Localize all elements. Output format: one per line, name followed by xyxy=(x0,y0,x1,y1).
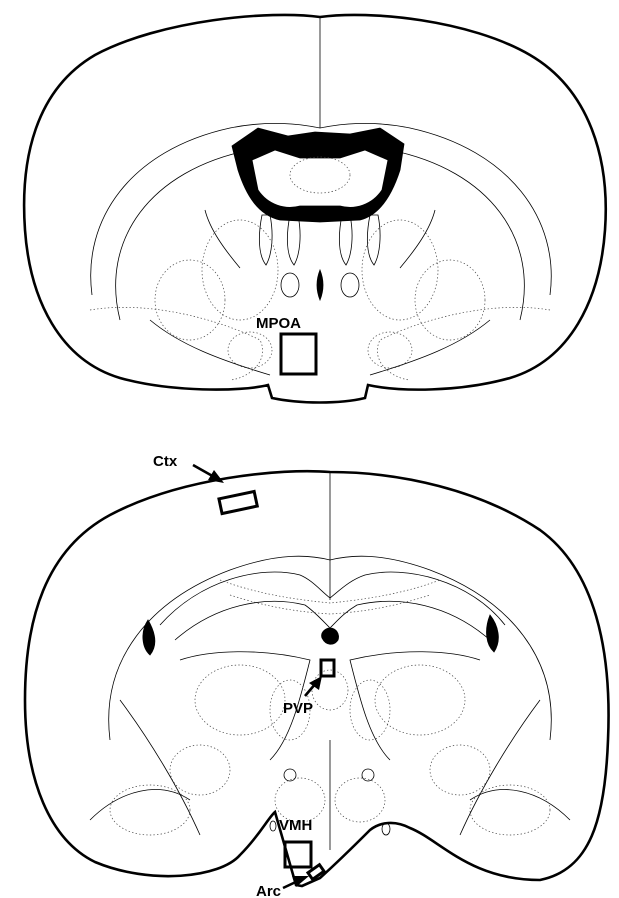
ctx-label: Ctx xyxy=(153,453,178,470)
arc-label: Arc xyxy=(256,883,281,898)
top-ventricle-inner xyxy=(252,150,388,207)
mpoa-label: MPOA xyxy=(256,315,301,332)
bottom-section-outline xyxy=(25,471,609,886)
vmh-label: VMH xyxy=(279,817,312,834)
coronal-section-top: MPOA xyxy=(24,15,606,403)
bottom-small-tract xyxy=(270,821,276,831)
coronal-section-bottom: Ctx PVP VMH Arc xyxy=(25,453,609,898)
bottom-mammillothalamic-tract xyxy=(382,823,390,835)
pvp-label: PVP xyxy=(283,700,313,717)
